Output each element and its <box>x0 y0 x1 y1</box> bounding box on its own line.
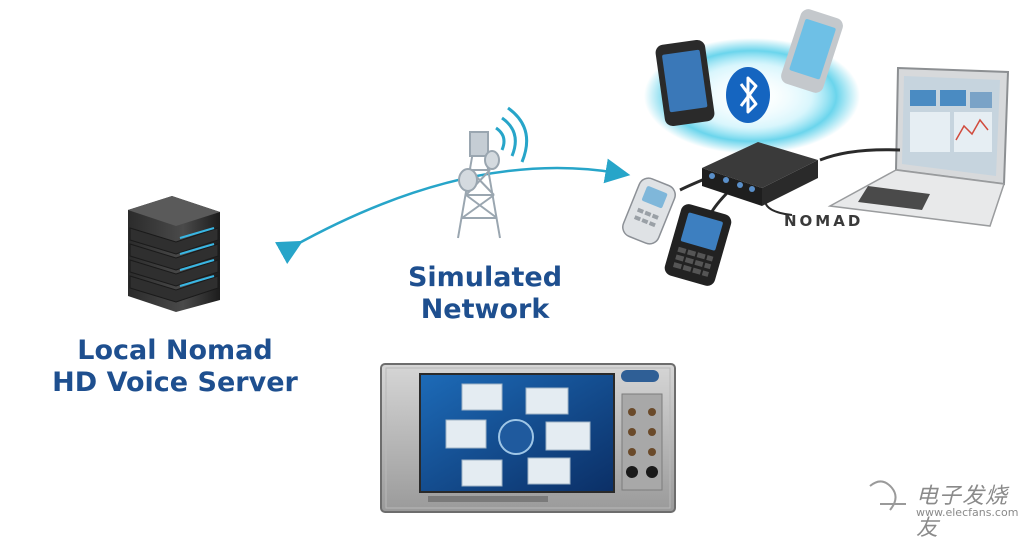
network-label-line1: Simulated <box>407 262 563 293</box>
server-label-line1: Local Nomad <box>77 335 273 366</box>
nomad-label: NOMAD <box>784 212 864 230</box>
double-arrow-icon <box>275 158 631 264</box>
flip-phone-icon <box>622 177 676 245</box>
server-icon <box>128 196 220 312</box>
test-equipment-icon <box>380 363 676 513</box>
cell-tower-icon <box>457 106 529 239</box>
nomad-box-icon <box>702 142 818 206</box>
watermark-name: 电子发烧友 <box>916 484 1009 541</box>
smartphone-icon <box>781 9 843 93</box>
watermark-logo <box>869 480 906 511</box>
watermark-url: www.elecfans.com <box>916 506 1019 519</box>
server-label-line2: HD Voice Server <box>52 366 298 398</box>
laptop-icon <box>827 66 1010 227</box>
network-label: Simulated Network <box>370 262 600 326</box>
smartphone-icon <box>664 204 732 286</box>
smartphone-icon <box>655 39 715 127</box>
server-label: Local Nomad HD Voice Server <box>20 335 330 399</box>
network-diagram <box>128 9 1010 513</box>
bluetooth-icon <box>726 67 770 123</box>
watermark: 电子发烧友 www.elecfans.com <box>858 472 1023 541</box>
network-label-line2: Network <box>420 293 550 325</box>
